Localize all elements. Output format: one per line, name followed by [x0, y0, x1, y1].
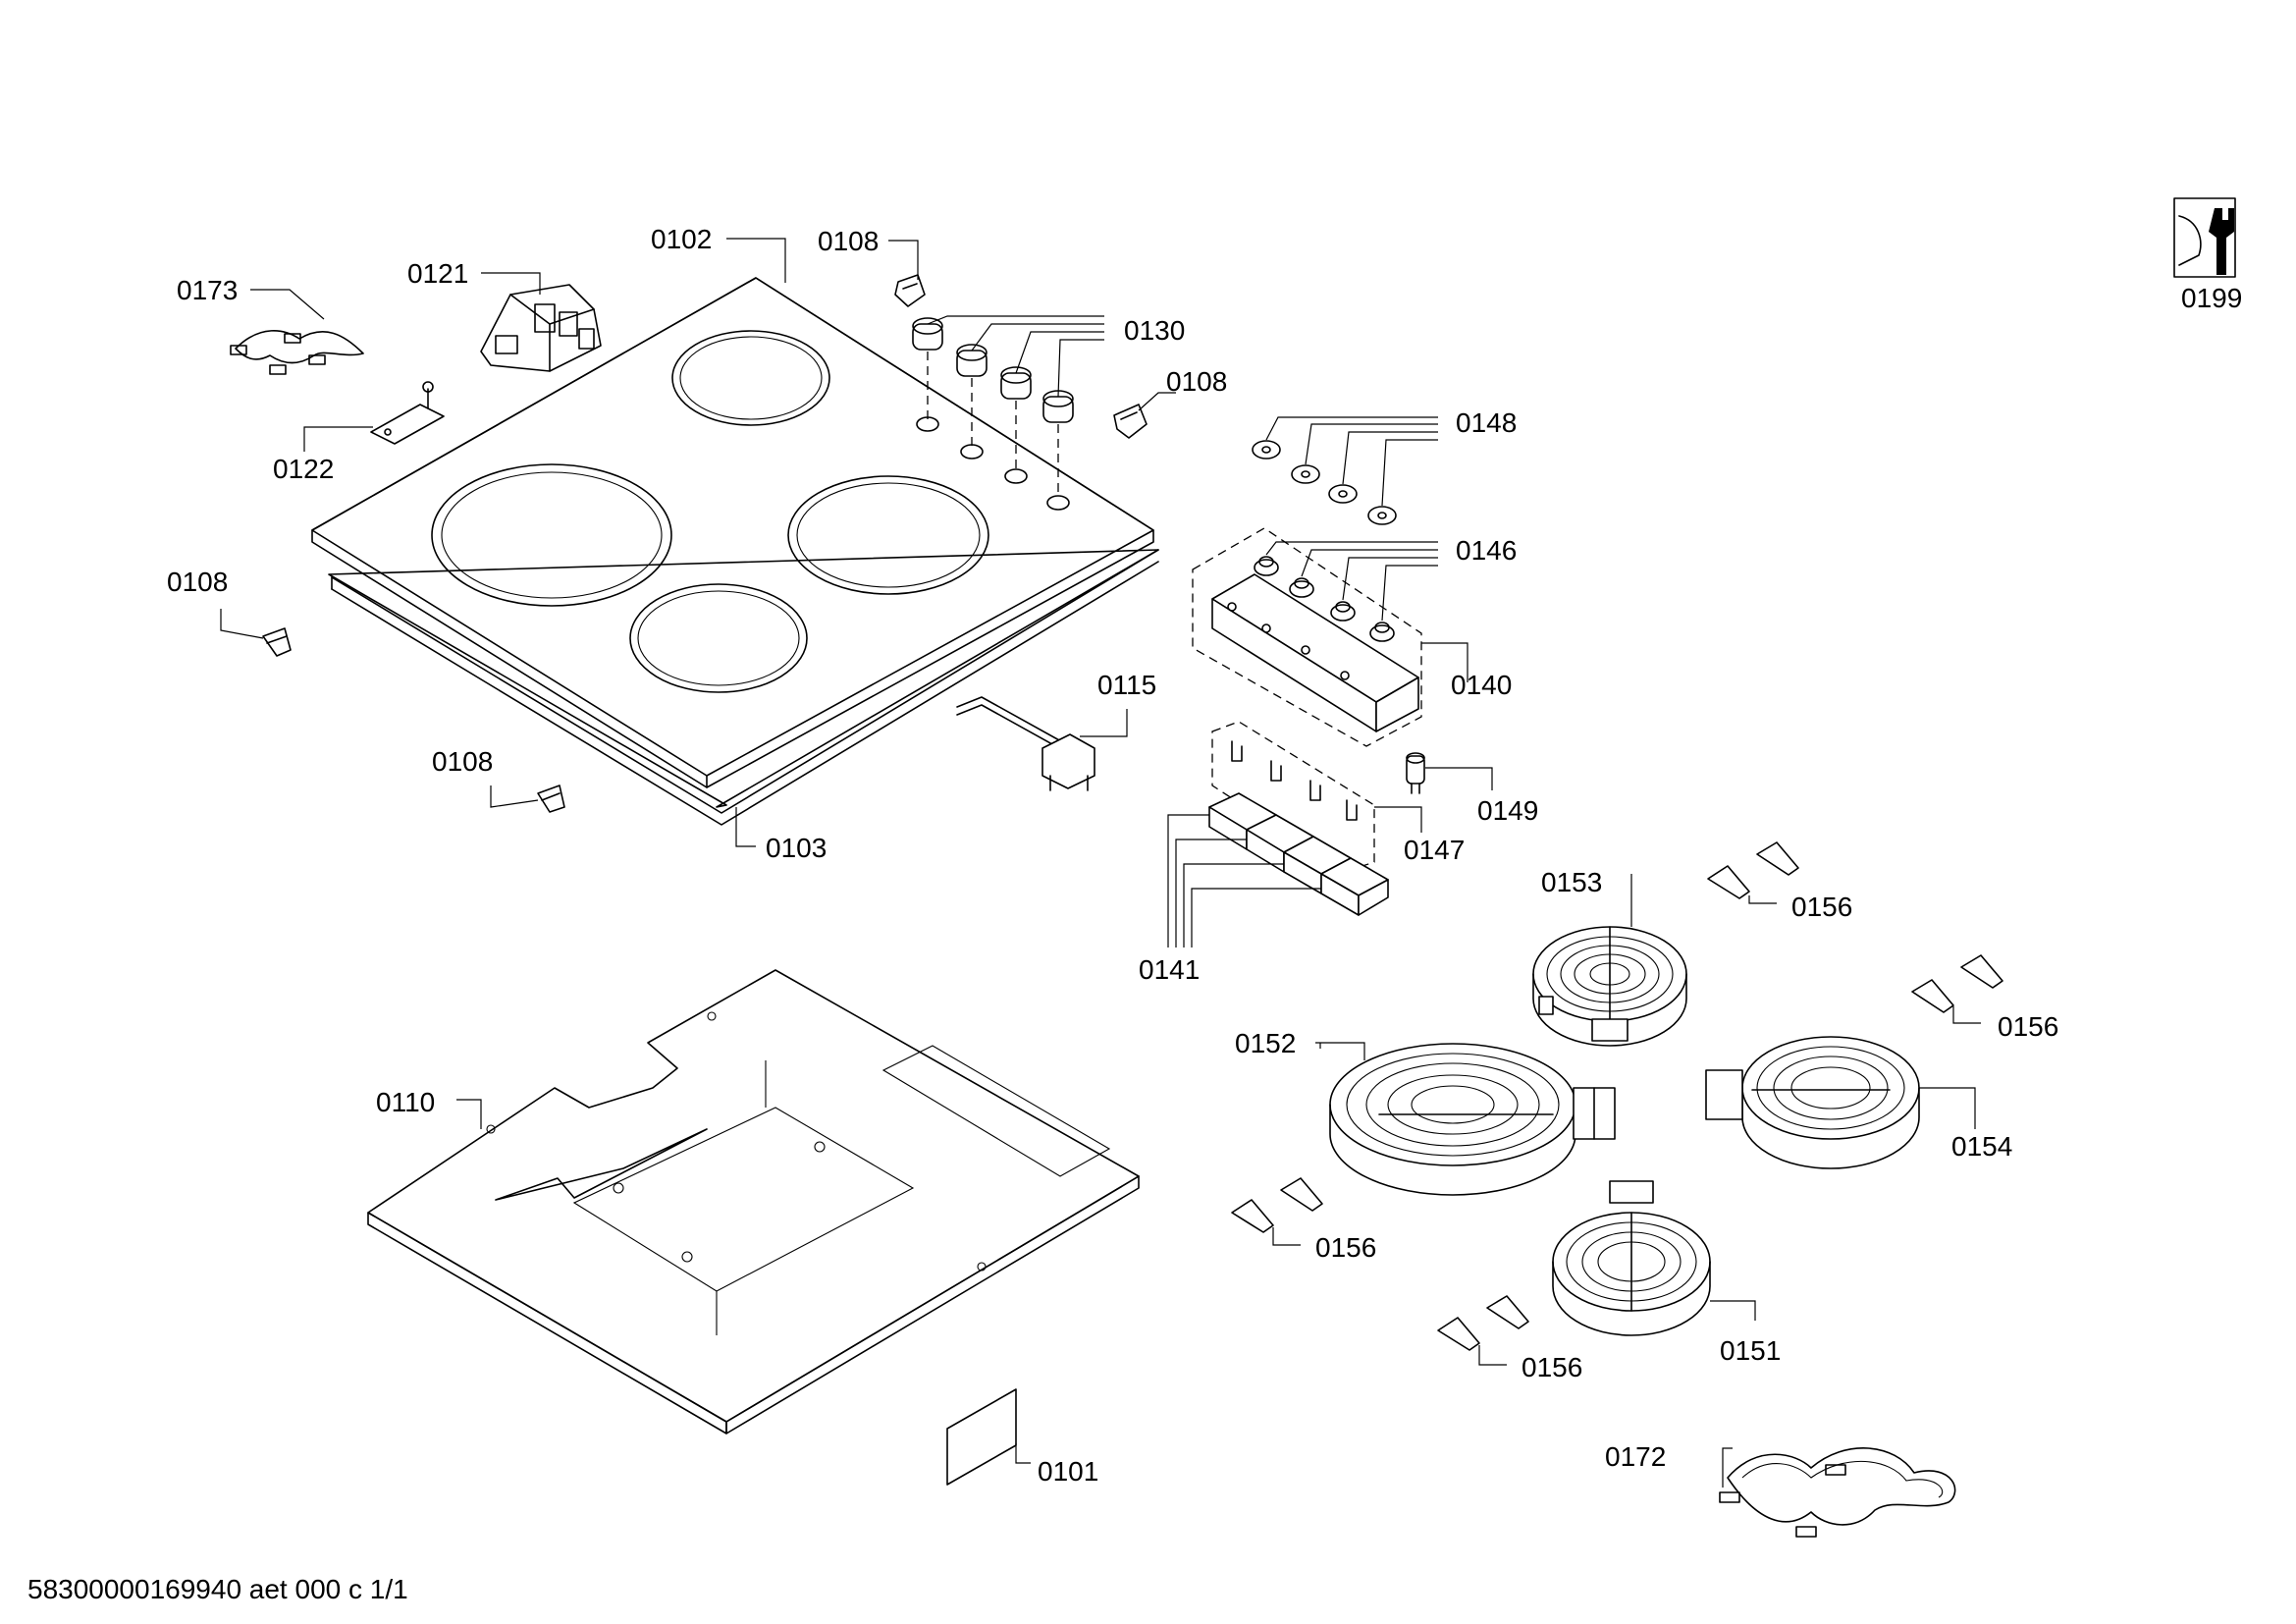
callout-0108-knob: 0108 [1166, 366, 1227, 397]
mounting-clip-left[interactable] [262, 627, 292, 657]
relay-module-4 [1320, 857, 1389, 916]
terminal-block-0121[interactable] [480, 284, 602, 372]
callout-0115: 0115 [1097, 670, 1156, 700]
callout-0122: 0122 [273, 454, 334, 484]
spring-contacts-0147[interactable] [1211, 721, 1375, 873]
glass-hob-top[interactable] [311, 277, 1154, 788]
callout-0140: 0140 [1451, 670, 1512, 700]
heating-element-0153[interactable] [1532, 926, 1687, 1047]
callout-0153: 0153 [1541, 867, 1602, 897]
cable-harness-0172[interactable] [1719, 1447, 1956, 1538]
callout-0102: 0102 [651, 224, 712, 254]
indicator-lamp-0149[interactable] [1406, 752, 1425, 794]
callout-0108-top: 0108 [818, 226, 879, 256]
mounting-clip-mid[interactable] [537, 785, 565, 813]
fixing-clips-0156-c[interactable] [1231, 1177, 1323, 1233]
control-knob-2 [956, 344, 988, 377]
callout-0173: 0173 [177, 275, 238, 305]
control-knob-1 [912, 317, 943, 351]
wrench-service-icon[interactable] [2173, 197, 2236, 278]
callout-0147: 0147 [1404, 835, 1465, 865]
callout-0172: 0172 [1605, 1441, 1666, 1472]
callout-0148: 0148 [1456, 407, 1517, 438]
relay-module-2 [1246, 814, 1314, 873]
relay-module-1 [1208, 792, 1277, 850]
callout-0146: 0146 [1456, 535, 1517, 566]
leader-lines [220, 238, 1981, 1488]
fixing-clips-0156-a[interactable] [1707, 841, 1799, 899]
regulator-shaft-4 [1369, 622, 1395, 642]
callout-labels: 0173 0121 0102 0108 0130 0108 0148 0122 … [167, 224, 2242, 1487]
rating-label-0101[interactable] [946, 1388, 1017, 1486]
callout-0156-c: 0156 [1315, 1232, 1376, 1263]
callout-0152: 0152 [1235, 1028, 1296, 1058]
fixing-clips-0156-d[interactable] [1437, 1295, 1529, 1351]
callout-0141: 0141 [1139, 954, 1200, 985]
mounting-clip-top[interactable] [894, 274, 926, 307]
callout-0103: 0103 [766, 833, 827, 863]
callout-0156-d: 0156 [1522, 1352, 1582, 1382]
fixing-clips-0156-b[interactable] [1911, 954, 2003, 1013]
base-plate-0110[interactable] [367, 969, 1140, 1435]
regulator-shaft-2 [1289, 577, 1314, 598]
relay-modules-0141[interactable] [1208, 792, 1389, 916]
heating-element-0151[interactable] [1552, 1180, 1711, 1336]
heating-element-0154[interactable] [1705, 1036, 1920, 1169]
energy-regulator-block-0140[interactable] [1192, 527, 1422, 747]
callout-0199: 0199 [2181, 283, 2242, 313]
callout-0130: 0130 [1124, 315, 1185, 346]
heating-element-0152[interactable] [1329, 1043, 1616, 1196]
mounting-clip-knob[interactable] [1113, 404, 1148, 439]
callout-0108-mid: 0108 [432, 746, 493, 777]
cable-harness-0173[interactable] [230, 330, 364, 375]
cable-holder-0115[interactable] [956, 696, 1095, 791]
callout-0149: 0149 [1477, 795, 1538, 826]
document-id: 58300000169940 aet 000 c 1/1 [27, 1574, 408, 1604]
callout-0101: 0101 [1038, 1456, 1098, 1487]
hob-frame-seal[interactable] [328, 549, 1159, 826]
washers-0148[interactable] [1252, 440, 1397, 525]
callout-0151: 0151 [1720, 1335, 1781, 1366]
regulator-shaft-3 [1330, 601, 1356, 622]
callout-0154: 0154 [1951, 1131, 2012, 1162]
callout-0121: 0121 [407, 258, 468, 289]
callout-0156-b: 0156 [1998, 1011, 2058, 1042]
callout-0156-a: 0156 [1791, 892, 1852, 922]
callout-0108-left: 0108 [167, 567, 228, 597]
callout-0110: 0110 [376, 1087, 435, 1117]
regulator-shaft-1 [1254, 556, 1279, 576]
strain-relief-0122[interactable] [370, 381, 445, 445]
